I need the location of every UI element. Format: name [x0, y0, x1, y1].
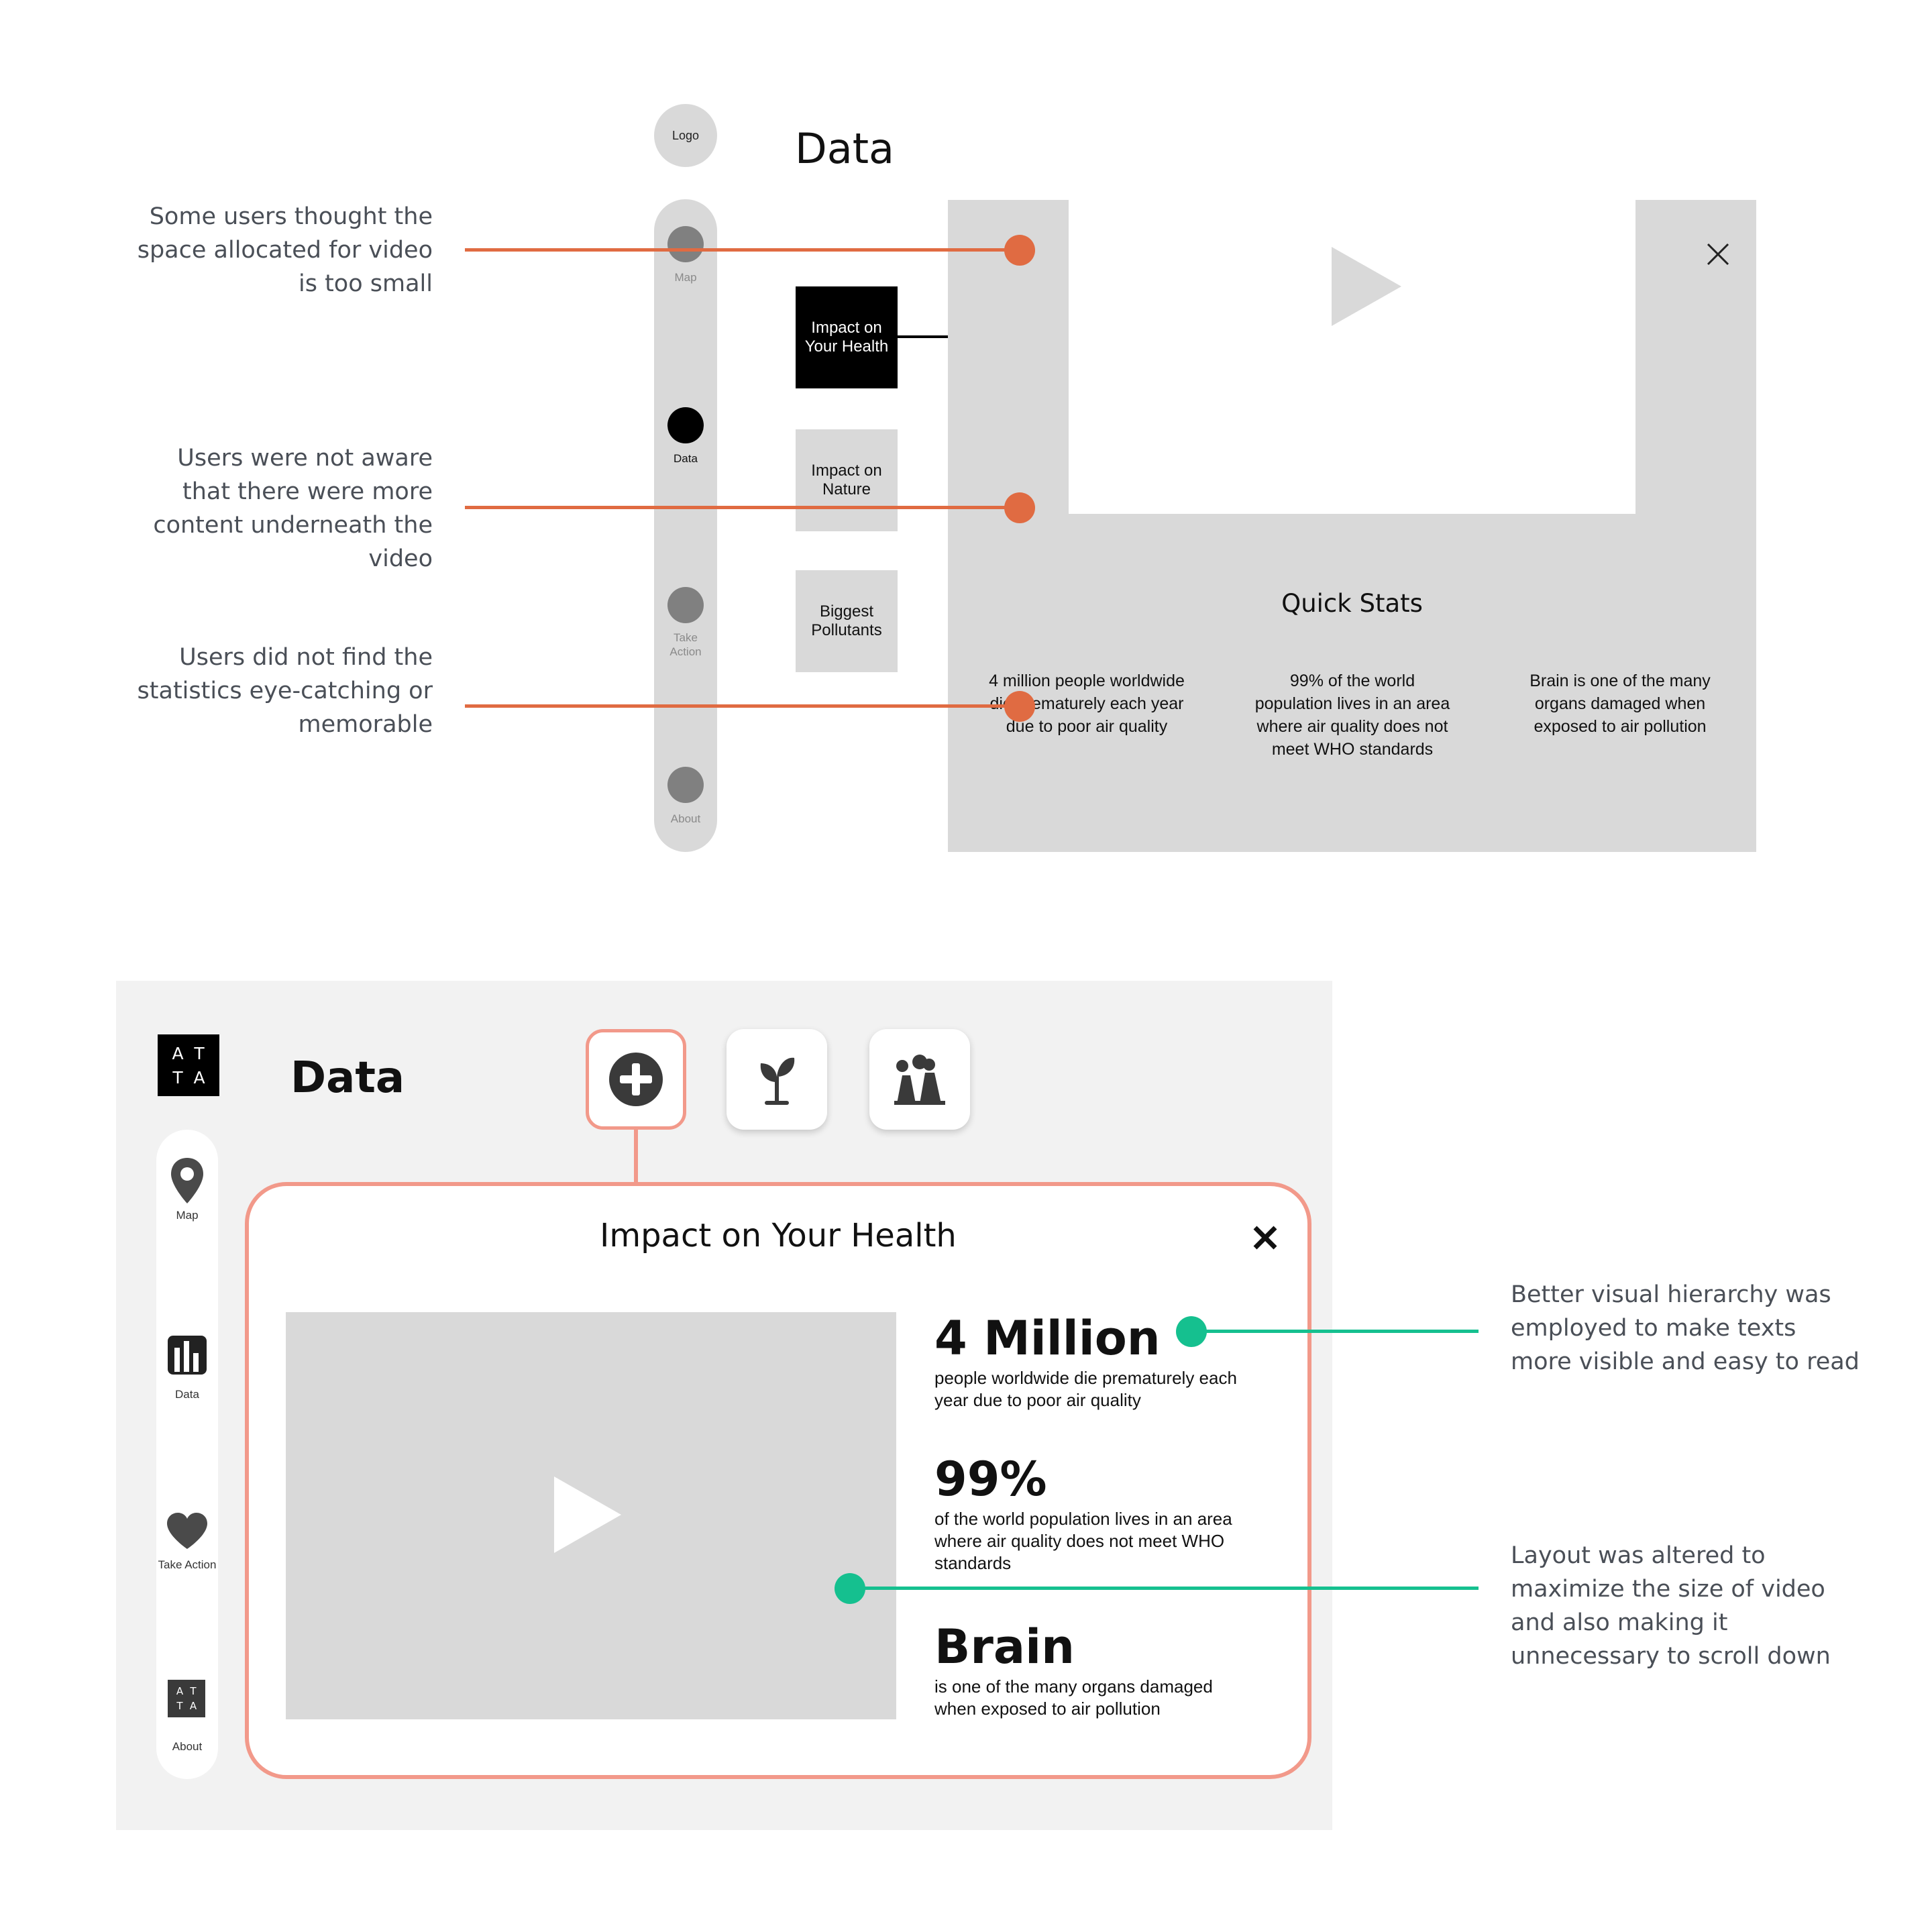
sidebar-item-take-action[interactable] — [667, 587, 704, 623]
video-placeholder[interactable] — [1069, 200, 1635, 514]
sidebar-item-label: Map — [176, 1209, 199, 1222]
annotation-visual-hierarchy: Better visual hierarchy was employed to … — [1511, 1281, 1860, 1375]
play-icon[interactable] — [1332, 247, 1401, 326]
page-title: Data — [290, 1053, 405, 1103]
tab-biggest-pollutants[interactable] — [869, 1029, 970, 1130]
annotation-line — [465, 704, 1028, 708]
quick-stat: 99% of the world population lives in an … — [1254, 672, 1450, 759]
tab-impact-on-nature[interactable]: Impact on Nature — [796, 429, 898, 531]
annotation-marker — [1004, 235, 1035, 266]
wireframe-logo: Logo — [654, 104, 717, 167]
atta-logo-icon: A T T A — [168, 1680, 205, 1717]
logo-letter: A — [193, 1067, 205, 1087]
card-title: Impact on Your Health — [600, 1217, 957, 1254]
atta-logo[interactable]: A T T A — [158, 1034, 219, 1096]
quick-stat: Brain is one of the many organs damaged … — [1529, 672, 1711, 736]
annotation-line — [850, 1587, 1479, 1590]
stat-detail: of the world population lives in an area… — [934, 1509, 1232, 1573]
annotation-stats-not-memorable: Users did not find the statistics eye-ca… — [137, 644, 433, 738]
plus-circle-icon — [609, 1053, 663, 1106]
tab-label: Biggest Pollutants — [811, 602, 882, 639]
sidebar-item-map[interactable]: Map — [156, 1150, 218, 1237]
annotation-hidden-content: Users were not aware that there were mor… — [153, 445, 433, 572]
logo-letter: A — [172, 1043, 184, 1063]
close-icon[interactable] — [1252, 1225, 1278, 1250]
heart-icon — [167, 1513, 207, 1549]
location-pin-icon — [171, 1158, 203, 1203]
logo-letter: A — [189, 1700, 197, 1712]
annotation-marker — [1004, 492, 1035, 523]
tab-impact-on-health[interactable]: Impact on Your Health — [796, 286, 898, 388]
stat-headline: 99% — [934, 1452, 1047, 1507]
sidebar-item-data[interactable]: Data — [156, 1328, 218, 1415]
wireframe-content-panel: Quick Stats 4 million people worldwide d… — [948, 200, 1756, 852]
annotation-video-too-small: Some users thought the space allocated f… — [137, 203, 433, 297]
stat-detail: is one of the many organs damaged when e… — [934, 1676, 1213, 1719]
logo-letter: T — [172, 1067, 183, 1087]
sidebar-item-label: Data — [674, 452, 698, 465]
redesign-sidebar: Map Data Take Action A T T A Abou — [156, 1130, 218, 1779]
video-player[interactable] — [286, 1312, 896, 1719]
annotation-line — [465, 248, 1028, 252]
wireframe-page-title: Data — [795, 124, 895, 173]
impact-on-health-card: Impact on Your Health 4 Million people w… — [245, 1182, 1311, 1779]
sidebar-item-label: About — [172, 1740, 203, 1753]
sidebar-item-label: Take Action — [669, 631, 702, 658]
tab-impact-on-nature[interactable] — [727, 1029, 827, 1130]
logo-letter: T — [176, 1700, 183, 1712]
sprout-icon — [760, 1057, 795, 1105]
sidebar-item-about[interactable]: A T T A About — [156, 1680, 218, 1767]
stat-headline: Brain — [934, 1619, 1075, 1674]
play-icon[interactable] — [554, 1477, 621, 1553]
annotation-line — [465, 506, 1028, 509]
sidebar-item-label: Take Action — [158, 1558, 217, 1571]
sidebar-item-label: About — [670, 812, 701, 825]
logo-letter: T — [194, 1043, 205, 1063]
quick-stats-title: Quick Stats — [1281, 589, 1423, 618]
sidebar-item-take-action[interactable]: Take Action — [156, 1502, 218, 1596]
redesign-frame: A T T A Data Map Data Take A — [116, 981, 1332, 1830]
factory-icon — [894, 1055, 945, 1105]
connector-line — [898, 335, 948, 338]
stat-headline: 4 Million — [934, 1311, 1161, 1366]
logo-letter: A — [176, 1685, 184, 1697]
stat-detail: people worldwide die prematurely each ye… — [934, 1368, 1237, 1410]
tab-impact-on-health[interactable] — [586, 1029, 686, 1130]
sidebar-item-about[interactable] — [667, 767, 704, 803]
close-icon[interactable] — [1707, 243, 1729, 266]
sidebar-item-label: Data — [175, 1388, 199, 1401]
tab-biggest-pollutants[interactable]: Biggest Pollutants — [796, 570, 898, 672]
bar-chart-icon — [168, 1336, 207, 1375]
logo-letter: T — [190, 1685, 197, 1697]
tab-label: Impact on Your Health — [804, 319, 889, 356]
wireframe-sidebar: Map Data Take Action About — [654, 199, 717, 852]
sidebar-item-label: Map — [674, 271, 697, 284]
annotation-layout-video: Layout was altered to maximize the size … — [1511, 1542, 1831, 1670]
logo-text: Logo — [672, 128, 700, 142]
tab-connector-line — [634, 1130, 638, 1183]
sidebar-item-data[interactable] — [667, 407, 704, 443]
tab-label: Impact on Nature — [811, 462, 882, 498]
sidebar-item-map[interactable] — [667, 226, 704, 262]
annotation-marker — [1004, 691, 1035, 722]
annotation-line — [1191, 1330, 1479, 1333]
